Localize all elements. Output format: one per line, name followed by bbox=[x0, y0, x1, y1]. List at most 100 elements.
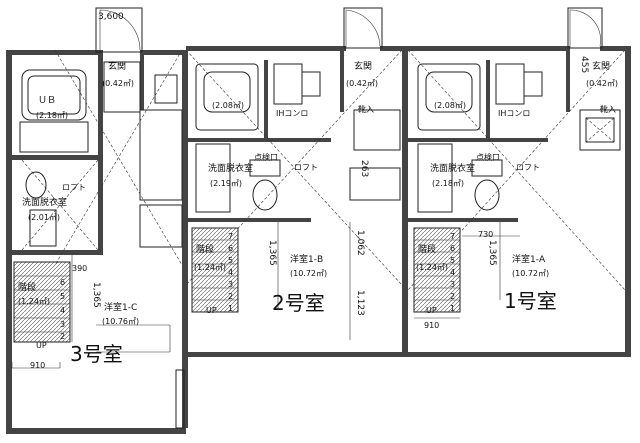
wall bbox=[406, 352, 631, 357]
washroom-label: 洗面脱衣室 bbox=[22, 198, 68, 208]
stairs-outline bbox=[13, 261, 71, 343]
wall bbox=[6, 50, 98, 55]
wall bbox=[402, 46, 408, 356]
dim-label: 1,365 bbox=[487, 240, 497, 266]
step-number: 3 bbox=[60, 320, 66, 329]
stairs-label: 階段 bbox=[18, 283, 37, 293]
unit-label: 3号室 bbox=[70, 342, 123, 366]
dim-label: 263 bbox=[359, 160, 369, 178]
dim-label: 1,365 bbox=[267, 240, 277, 266]
window bbox=[175, 369, 185, 429]
up-label: UP bbox=[36, 341, 47, 350]
stairs bbox=[191, 227, 239, 313]
wall bbox=[6, 428, 186, 434]
kitchen-sink bbox=[154, 74, 178, 104]
stairs-area: (1.24㎡) bbox=[194, 263, 227, 272]
step-number: 1 bbox=[228, 304, 234, 313]
dim-label: 910 bbox=[424, 321, 440, 330]
dim-label: 1,123 bbox=[355, 290, 365, 316]
step-number: 7 bbox=[228, 232, 234, 241]
door-swing bbox=[345, 9, 381, 48]
fridge bbox=[139, 204, 183, 248]
wall bbox=[600, 46, 630, 51]
wall bbox=[566, 46, 570, 112]
washroom-area: (2.19㎡) bbox=[210, 179, 243, 188]
wall bbox=[340, 46, 344, 112]
stair-steps bbox=[192, 239, 238, 301]
step-number: 4 bbox=[450, 268, 456, 277]
dim-label: 1,365 bbox=[91, 282, 101, 308]
kitchen-counter bbox=[139, 109, 183, 201]
room-area: (10.72㎡) bbox=[290, 269, 328, 278]
washroom-basin bbox=[195, 143, 231, 213]
stairs bbox=[413, 227, 461, 313]
door-box bbox=[567, 7, 603, 49]
wall bbox=[140, 50, 144, 110]
wall bbox=[98, 50, 103, 255]
step-number: 6 bbox=[228, 244, 234, 253]
wall bbox=[6, 155, 101, 160]
bath-label: ＵＢ bbox=[38, 96, 57, 106]
door-box bbox=[95, 7, 143, 53]
unit-label: 1号室 bbox=[504, 289, 557, 313]
shoe-cabinet bbox=[353, 109, 401, 151]
wall bbox=[140, 50, 186, 55]
dim-label: 730 bbox=[478, 230, 494, 239]
step-number: 5 bbox=[450, 256, 456, 265]
ih-label: IHコンロ bbox=[498, 109, 531, 118]
up-label: UP bbox=[206, 306, 217, 315]
dim-label: 910 bbox=[30, 361, 46, 370]
bath-area: (2.08㎡) bbox=[212, 101, 245, 110]
step-number: 2 bbox=[60, 332, 66, 341]
wall bbox=[625, 46, 631, 356]
bathtub bbox=[21, 69, 87, 121]
bathtub-inner bbox=[203, 71, 251, 113]
unit-label: 2号室 bbox=[272, 291, 325, 315]
loft-diagonal bbox=[54, 49, 183, 266]
room-area: (10.72㎡) bbox=[512, 269, 550, 278]
entrance-area: (0.42㎡) bbox=[586, 79, 619, 88]
stair-steps bbox=[414, 239, 460, 301]
loft-label: ロフト bbox=[294, 163, 318, 172]
up-label: UP bbox=[426, 306, 437, 315]
step-number: 5 bbox=[228, 256, 234, 265]
entrance-area: (0.42㎡) bbox=[346, 79, 379, 88]
toilet-tank bbox=[249, 159, 281, 177]
stairs-area: (1.24㎡) bbox=[18, 297, 51, 306]
stair-steps bbox=[14, 275, 70, 333]
dim-label: 1,062 bbox=[355, 230, 365, 256]
bathtub-inner bbox=[27, 75, 81, 115]
sensor-label: 点検口 bbox=[254, 153, 278, 162]
toilet bbox=[252, 179, 278, 211]
entrance-area: (0.42㎡) bbox=[102, 79, 135, 88]
wall bbox=[186, 138, 331, 142]
bathtub bbox=[417, 63, 481, 131]
shoe-label: 靴入 bbox=[600, 105, 616, 114]
washroom-area: (2.18㎡) bbox=[432, 179, 465, 188]
step-number: 3 bbox=[450, 280, 456, 289]
wall bbox=[186, 46, 346, 51]
kitchen-unit bbox=[495, 63, 525, 105]
step-number: 6 bbox=[450, 244, 456, 253]
dim-line bbox=[462, 222, 520, 300]
room-label: 洋室1-C bbox=[104, 303, 138, 313]
door-swing bbox=[569, 9, 601, 48]
wall bbox=[186, 218, 311, 222]
wall bbox=[486, 60, 490, 140]
wall bbox=[6, 50, 12, 434]
loft-diagonal bbox=[407, 49, 626, 291]
room-area: (10.76㎡) bbox=[102, 317, 140, 326]
dim-line bbox=[277, 222, 351, 340]
inspection-hatch bbox=[585, 117, 615, 143]
toilet bbox=[474, 179, 500, 211]
bath-area: (2.08㎡) bbox=[434, 101, 467, 110]
entrance-label: 玄関 bbox=[108, 62, 127, 72]
wall bbox=[186, 352, 406, 357]
storage bbox=[349, 167, 401, 201]
loft-label: ロフト bbox=[62, 183, 86, 192]
closet bbox=[96, 324, 171, 353]
stairs-outline bbox=[191, 227, 239, 313]
hatch-cross bbox=[585, 117, 615, 143]
step-number: 4 bbox=[228, 268, 234, 277]
